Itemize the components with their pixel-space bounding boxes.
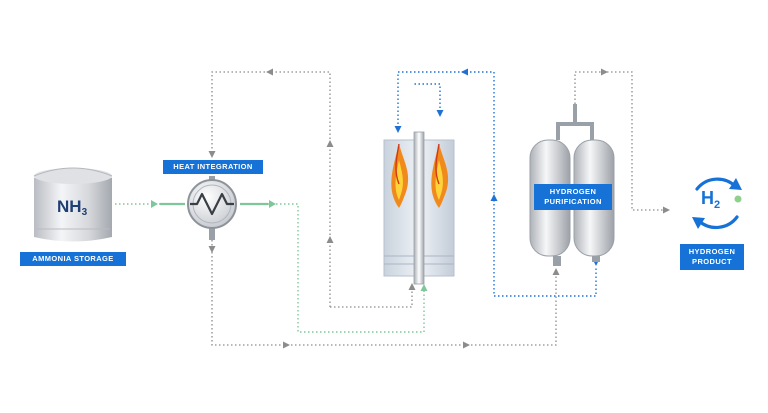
heat-exchanger-icon <box>187 176 237 240</box>
green-flow-lines <box>115 203 425 333</box>
tank-formula-main: NH <box>57 197 82 216</box>
reactor <box>383 131 455 285</box>
hydrogen-cycle-icon <box>692 177 742 230</box>
hydrogen-product-line2: PRODUCT <box>692 257 732 266</box>
ammonia-storage-label: AMMONIA STORAGE <box>20 252 126 266</box>
grey-arrowheads <box>208 68 670 349</box>
flame-icon <box>391 143 409 208</box>
green-arrowheads <box>151 200 428 291</box>
ammonia-tank <box>33 167 113 242</box>
hydrogen-purification-line1: HYDROGEN <box>549 187 597 196</box>
hydrogen-product-label: HYDROGEN PRODUCT <box>680 244 744 270</box>
blue-flow-lines <box>397 71 597 297</box>
heat-integration-text: HEAT INTEGRATION <box>173 162 253 171</box>
grey-flow-lines <box>211 71 668 346</box>
product-formula-sub: 2 <box>714 199 721 211</box>
ammonia-storage-text: AMMONIA STORAGE <box>32 254 114 263</box>
tank-formula: NH3 <box>57 197 87 218</box>
flame-icon <box>431 143 449 208</box>
hydrogen-purification-label: HYDROGEN PURIFICATION <box>534 184 612 210</box>
product-formula-main: H <box>701 188 714 208</box>
tank-formula-sub: 3 <box>81 207 88 218</box>
product-formula: H2 <box>701 188 720 211</box>
hydrogen-purification-line2: PURIFICATION <box>544 197 602 206</box>
heat-integration-label: HEAT INTEGRATION <box>163 160 263 174</box>
hydrogen-product-line1: HYDROGEN <box>688 247 736 256</box>
